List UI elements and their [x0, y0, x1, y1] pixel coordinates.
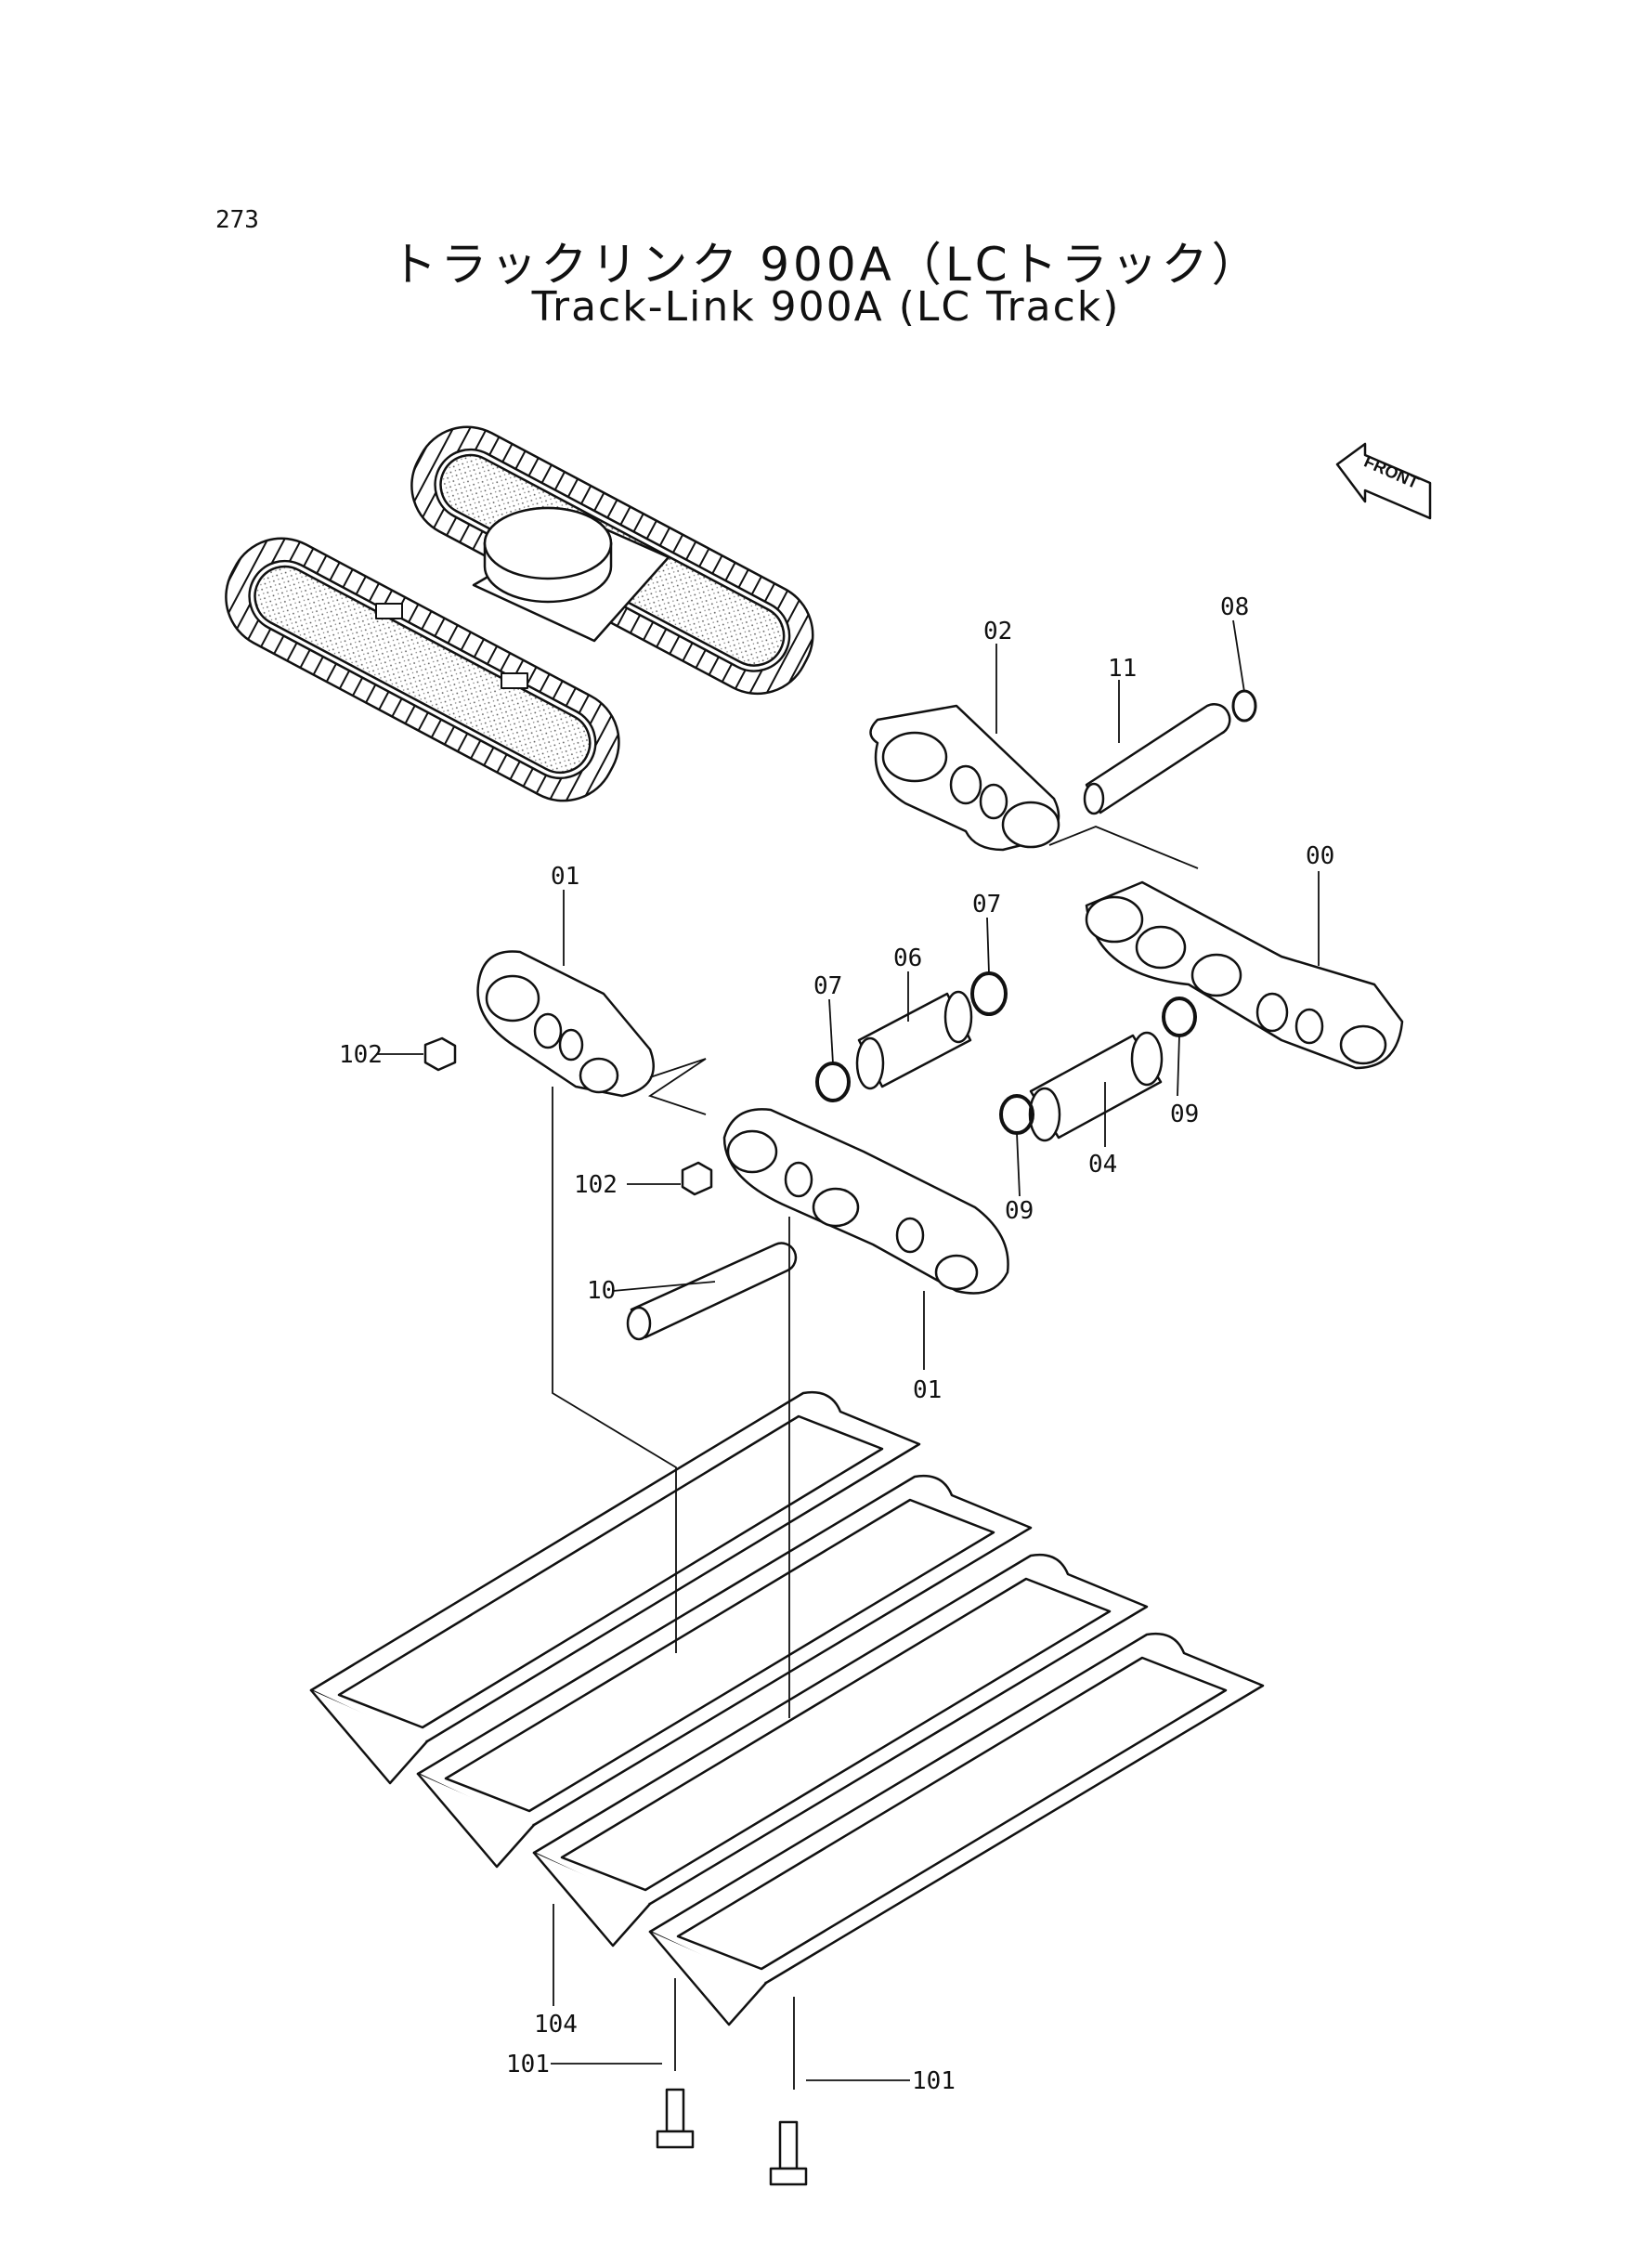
callout-102-lower: 102: [574, 1171, 618, 1199]
track-link-00: [1085, 880, 1404, 1070]
title-english: Track-Link 900A (LC Track): [531, 283, 1121, 331]
track-shoe-104-3: [532, 1553, 1149, 1948]
callout-104: 104: [534, 2011, 578, 2039]
seal-09-right: [1162, 997, 1197, 1037]
seal-07-right: [970, 971, 1008, 1016]
callout-11: 11: [1108, 655, 1137, 683]
track-shoe-104-4: [648, 1632, 1265, 2026]
callout-00: 00: [1306, 842, 1334, 870]
nut-102-lower: [681, 1161, 713, 1196]
callout-101-left: 101: [506, 2051, 550, 2078]
track-shoe-104-1: [309, 1390, 921, 1785]
callout-07-left: 07: [813, 972, 842, 1000]
bolt-101-right: [769, 2120, 808, 2186]
snap-ring-08: [1231, 689, 1257, 723]
callout-09-right: 09: [1170, 1101, 1199, 1128]
bushing-06: [855, 990, 973, 1090]
track-shoe-104-2: [416, 1474, 1033, 1869]
page-number: 273: [215, 206, 259, 234]
seal-07-left: [815, 1062, 851, 1102]
pin-10: [626, 1242, 798, 1341]
callout-labels: 02 11 08 00 01 07 06 07 102 09 04 102 09…: [339, 593, 1334, 2095]
leader-lines: [376, 619, 1320, 2090]
callout-08: 08: [1220, 593, 1249, 621]
callout-07-right: 07: [972, 891, 1001, 919]
bolt-101-left: [656, 2088, 695, 2149]
callout-09-left: 09: [1005, 1197, 1034, 1225]
bushing-04: [1028, 1031, 1164, 1142]
callout-01-top: 01: [551, 863, 579, 891]
callout-02: 02: [983, 618, 1012, 645]
track-link-01-middle: [722, 1108, 1009, 1295]
callout-04: 04: [1088, 1151, 1117, 1179]
callout-10: 10: [587, 1277, 616, 1305]
pin-11: [1083, 703, 1231, 815]
track-link-01-left: [476, 950, 655, 1098]
title-japanese: トラックリンク 900A（LCトラック）: [390, 238, 1262, 292]
callout-06: 06: [893, 945, 922, 972]
undercarriage-overview: [225, 425, 814, 802]
track-link-02: [869, 704, 1060, 852]
callout-01-bottom: 01: [913, 1376, 942, 1404]
nut-102-upper: [423, 1036, 457, 1072]
front-arrow-icon: FRONT: [1335, 442, 1432, 520]
callout-101-right: 101: [912, 2067, 956, 2095]
callout-102-upper: 102: [339, 1041, 383, 1069]
seal-09-left: [999, 1094, 1034, 1135]
